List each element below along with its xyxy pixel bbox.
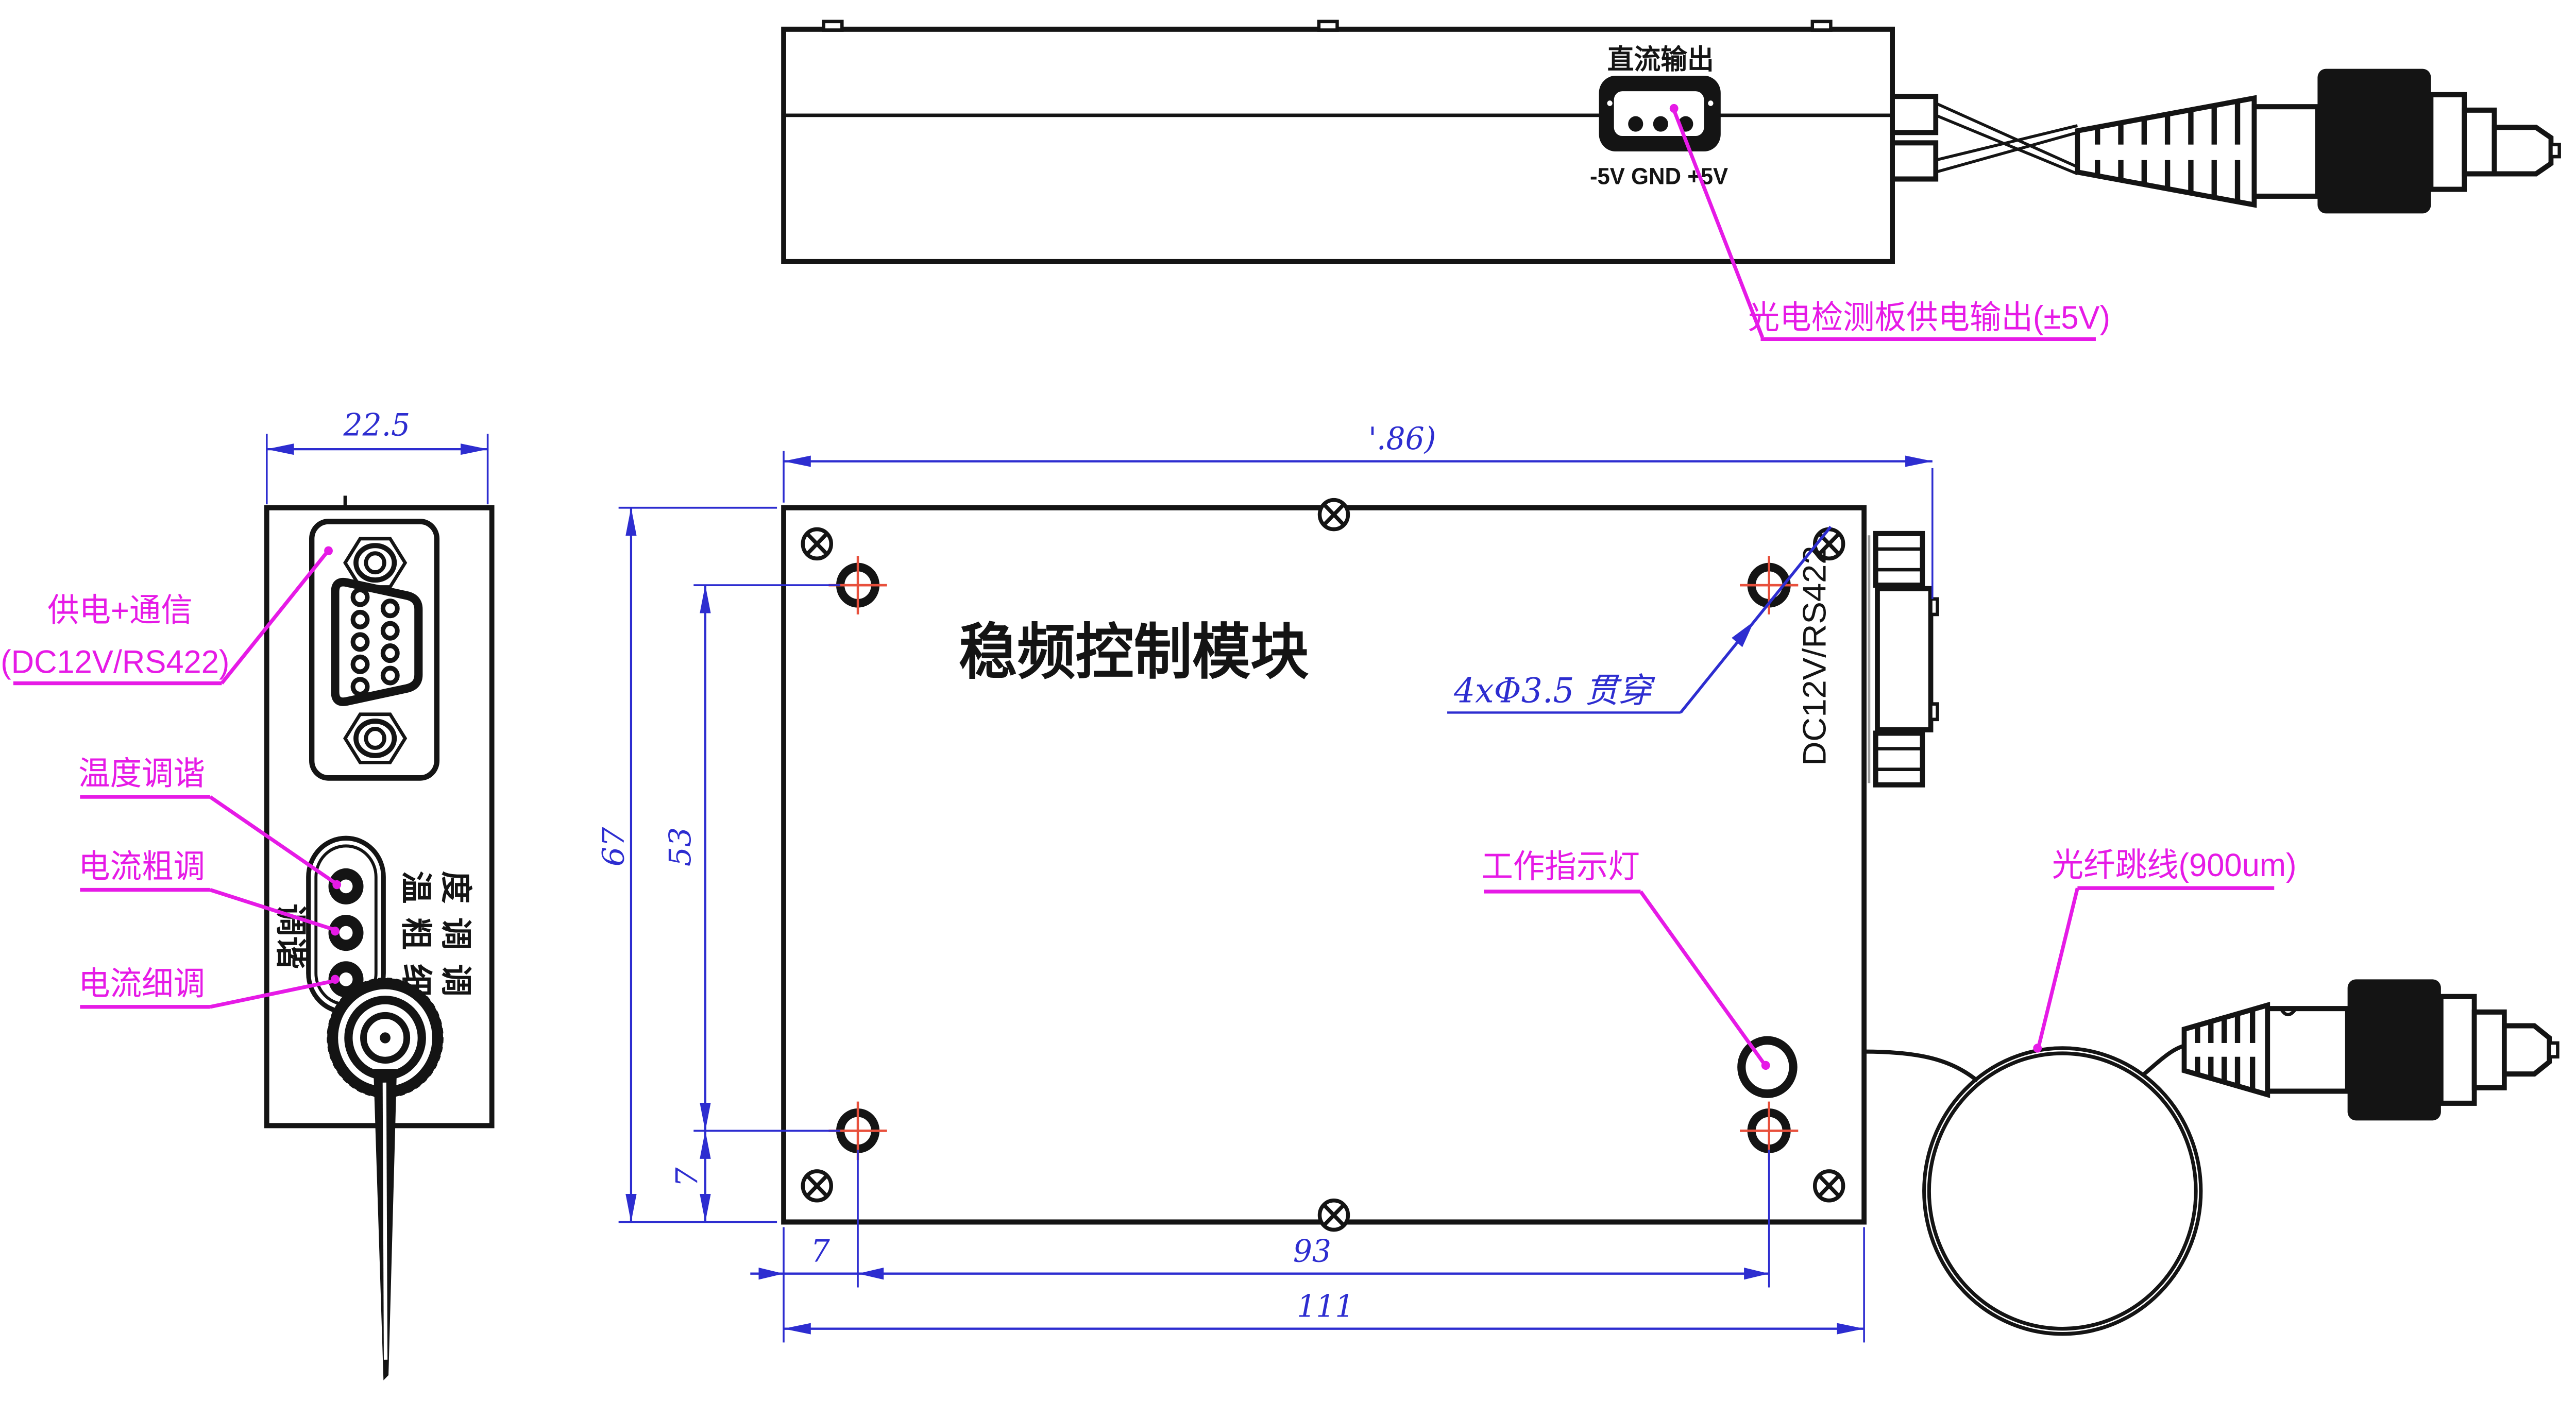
- top-view: 直流输出 -5V GND +5V 光电检测板供电输出(±5V): [781, 20, 2561, 341]
- power-output-callout: 光电检测板供电输出(±5V): [1748, 299, 2110, 336]
- dc-output-connector: [1599, 76, 1721, 152]
- connector-collar: [2428, 92, 2467, 192]
- boot-channel: [2084, 144, 2244, 160]
- barrel-notch: [2279, 1007, 2297, 1017]
- fiber-coil: [1922, 1046, 2203, 1336]
- screw-tab-icon: [1810, 20, 1833, 32]
- panel-text-tune-2: 谐: [273, 936, 309, 969]
- leader-line: [209, 795, 336, 885]
- hole-leader-line: [1680, 525, 1832, 714]
- main-view: 稳频控制模块 DC12V/RS422 4xΦ3.5 贯穿: [781, 498, 2560, 1336]
- leader-line: [2037, 887, 2079, 1046]
- fiber-flange-tab: [1890, 140, 1939, 182]
- connector-barrel: [2251, 104, 2320, 199]
- screw-icon: [801, 527, 833, 561]
- power-comm-callout-2: (DC12V/RS422): [1, 644, 229, 680]
- leader-line: [209, 888, 334, 931]
- dim-overall-top: '.86): [1368, 420, 1436, 456]
- left-view: 22.5: [1, 407, 495, 1380]
- leader-dot: [324, 546, 333, 555]
- leader-line: [210, 979, 334, 1009]
- fiber-callout: 光纤跳线(900um): [2052, 847, 2297, 883]
- connector-barrel: [2265, 1006, 2350, 1094]
- dc-pins-label: -5V GND +5V: [1590, 164, 1728, 190]
- db9-pins: [350, 587, 400, 697]
- screw-icon: [1317, 498, 1350, 532]
- dc-pin-icon: [1653, 116, 1668, 132]
- screw-icon: [801, 1169, 833, 1203]
- db9-connector: [309, 519, 440, 781]
- boot-channel: [2187, 1043, 2264, 1057]
- connector-tip: [2501, 1023, 2552, 1077]
- screw-icon: [1812, 1169, 1845, 1203]
- whip-pigtail: [373, 1069, 397, 1380]
- power-comm-callout-1: 供电+通信: [47, 592, 193, 628]
- leader-line: [1672, 109, 1765, 338]
- arrowhead-icon: [858, 1268, 884, 1280]
- fiber-flange-tab: [1890, 94, 1939, 135]
- dim-53: 53: [663, 827, 698, 867]
- fiber-connector-bottom: [2181, 979, 2560, 1121]
- dc-mark: [1607, 100, 1613, 106]
- connector-pin: [2549, 143, 2561, 159]
- hole-callout: 4xΦ3.5 贯穿: [1453, 670, 1655, 710]
- panel-text-temp: 温度: [398, 871, 474, 912]
- screw-icon: [1317, 1198, 1350, 1232]
- jack-screw-bottom: [343, 712, 408, 764]
- dc-mark: [1708, 100, 1714, 106]
- leader-line: [1639, 890, 1766, 1065]
- leader-line: [220, 551, 329, 685]
- connector-body: [2317, 69, 2431, 214]
- leader-arrowhead-icon: [1732, 621, 1754, 647]
- fiber-jumper: [1864, 1043, 2203, 1336]
- leader-dot: [331, 927, 340, 936]
- dsub-shroud: [331, 577, 423, 706]
- dimensions: '.86) 67 53 7 7 93 111: [596, 420, 1934, 1343]
- current-coarse-callout: 电流粗调: [78, 848, 205, 885]
- dim-7-bottom: 7: [811, 1233, 830, 1269]
- port-label: DC12V/RS422: [1797, 545, 1833, 765]
- module-title: 稳频控制模块: [959, 619, 1309, 686]
- connector-collar: [2438, 994, 2477, 1106]
- temp-tune-callout: 温度调谐: [78, 756, 205, 792]
- screw-tab-icon: [822, 20, 844, 32]
- dc-pin-icon: [1628, 116, 1643, 132]
- module-body: [781, 505, 1867, 1225]
- fiber-connector-top: [2075, 69, 2561, 214]
- cover-screws: [801, 498, 1845, 1232]
- side-connector: [1868, 531, 1939, 788]
- connector-tip: [2492, 125, 2554, 177]
- panel-text-coarse: 粗调: [398, 917, 474, 959]
- arrowhead-icon: [1744, 1268, 1769, 1280]
- arrowhead-icon: [758, 1268, 784, 1280]
- connector-body: [2347, 979, 2441, 1121]
- dim-7-left: 7: [669, 1167, 704, 1187]
- connector-step: [2471, 1009, 2507, 1090]
- dim-111: 111: [1297, 1288, 1354, 1324]
- leader-dot: [331, 975, 340, 984]
- dim-93: 93: [1293, 1233, 1331, 1269]
- connector-pin: [2547, 1041, 2560, 1059]
- led-callout: 工作指示灯: [1481, 848, 1639, 885]
- leader-dot: [1761, 1061, 1770, 1070]
- top-view-body: [781, 26, 1895, 264]
- screw-tab-icon: [1317, 20, 1339, 32]
- fiber-leads: [1935, 101, 2078, 176]
- jack-screw-top: [343, 537, 408, 589]
- current-fine-callout: 电流细调: [78, 966, 205, 1002]
- dim-22-5: 22.5: [343, 407, 411, 443]
- connector-step: [2462, 107, 2497, 177]
- dim-67: 67: [596, 827, 631, 866]
- leader-dot: [332, 880, 342, 890]
- dc-output-label: 直流输出: [1607, 44, 1714, 75]
- leader-dot: [2033, 1044, 2042, 1053]
